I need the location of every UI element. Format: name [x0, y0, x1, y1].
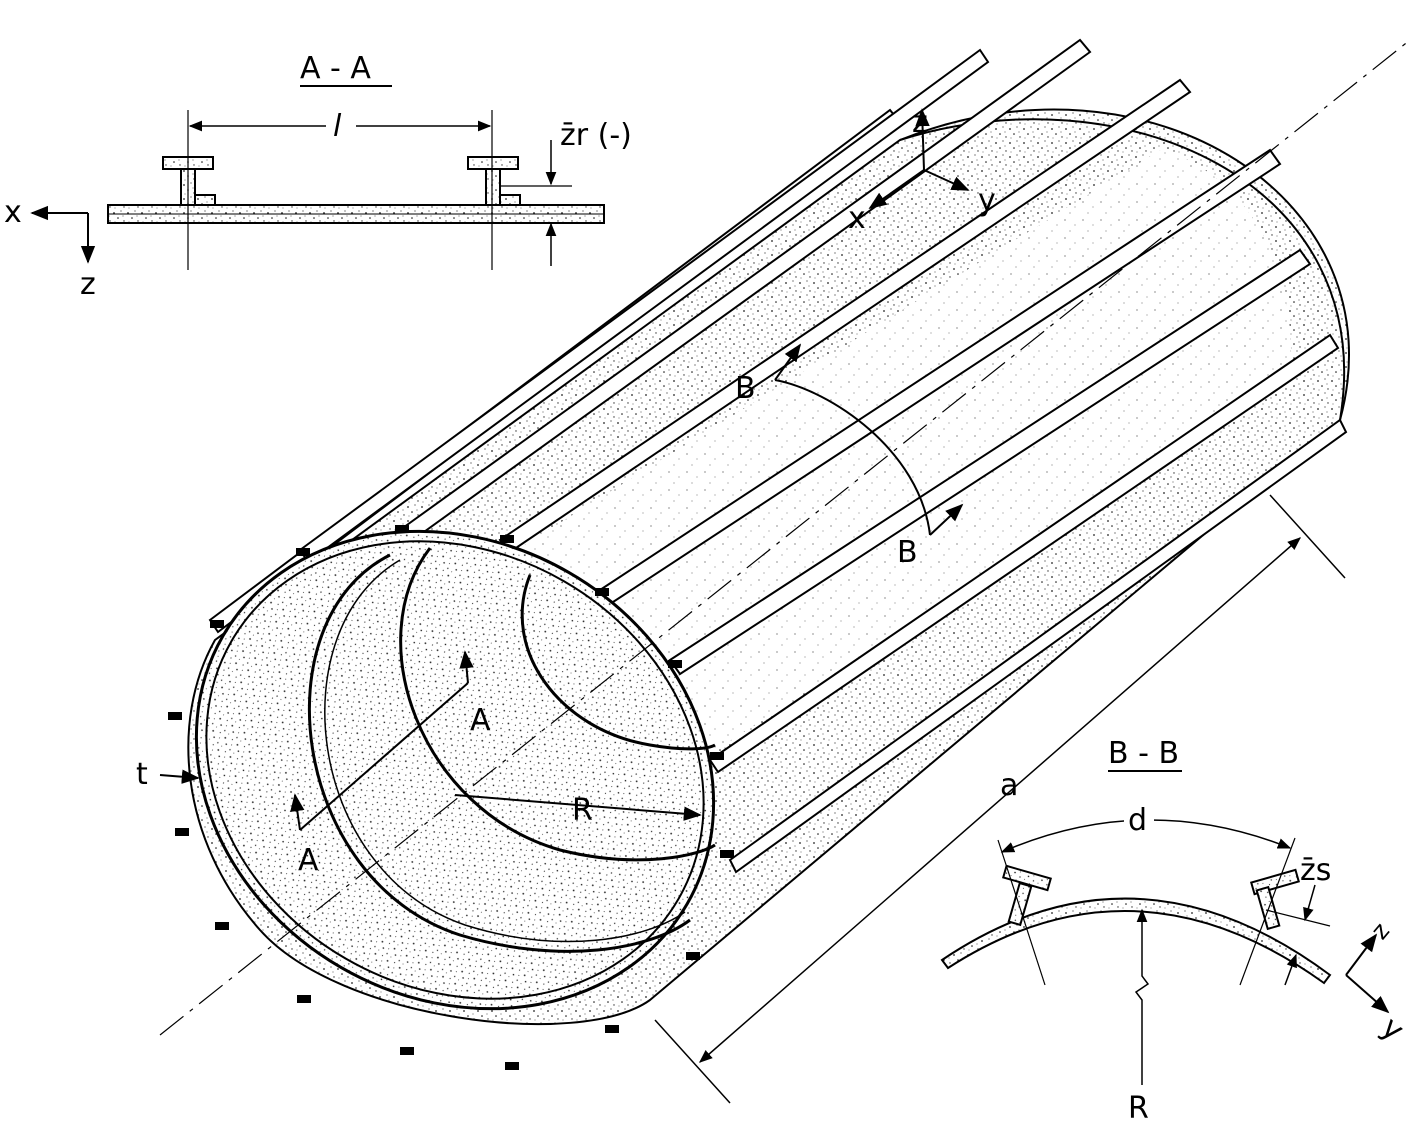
cut-a-arrow-top	[459, 650, 474, 684]
section-bb-stringer-right	[1250, 868, 1300, 931]
section-bb-spacing-gap	[1124, 806, 1154, 836]
section-aa-ring-left	[162, 156, 216, 206]
section-bb-ext-right	[1239, 837, 1296, 986]
section-bb-stringer-left	[1002, 864, 1052, 927]
ring-frame-1-inner	[324, 559, 686, 943]
stringer-stub	[395, 525, 409, 533]
section-bb-title: B - B	[1108, 736, 1179, 771]
cut-a-line	[299, 682, 469, 831]
section-bb-spacing-label: d	[1128, 803, 1147, 838]
cut-a-bottom-label: A	[298, 843, 319, 878]
section-bb-radius-label: R	[1128, 1091, 1149, 1121]
section-bb-axis-y-label: y	[1374, 1010, 1410, 1048]
section-bb-offset-arrow-top	[1303, 884, 1316, 922]
section-bb-ext-left	[997, 839, 1046, 986]
length-dimension	[698, 537, 1302, 1063]
section-bb-axis-y	[1345, 974, 1390, 1014]
section-bb-radius-line	[1134, 908, 1150, 1085]
cylinder-body: R A A t B B z y x a	[136, 38, 1411, 1104]
ring-frame-2	[399, 547, 716, 862]
stringer-stub	[505, 1062, 519, 1070]
section-aa-ring-right	[467, 156, 521, 206]
cut-b-arc	[774, 379, 931, 536]
ring-frame-1	[308, 553, 691, 953]
stringer-stub	[595, 588, 609, 596]
section-bb-axis-z	[1345, 933, 1378, 976]
section-aa-axis-x-label: x	[4, 195, 22, 230]
cylinder-axis	[159, 39, 1411, 1036]
thickness-label: t	[136, 757, 148, 792]
length-ext-far	[1269, 494, 1346, 579]
stringer-stub	[605, 1025, 619, 1033]
cyl-axis-x-label: x	[848, 201, 866, 236]
stringer-stub	[296, 548, 310, 556]
length-ext-near	[654, 1019, 731, 1104]
cyl-axis-y-label: y	[978, 183, 996, 218]
length-label: a	[1000, 768, 1018, 803]
section-bb-offset-label: z̄s	[1300, 853, 1331, 888]
cyl-axis-z-label: z	[912, 105, 928, 140]
stringer-stub	[175, 828, 189, 836]
section-bb-offset-ext	[1265, 909, 1331, 927]
section-aa-spacing-gap	[326, 112, 356, 140]
section-aa: A - A l z̄r (-) x z	[4, 51, 632, 302]
stringer-stub	[668, 660, 682, 668]
cut-a-top-label: A	[470, 703, 491, 738]
section-aa-offset-label: z̄r (-)	[560, 118, 632, 153]
stringer-stub	[400, 1047, 414, 1055]
stringer-stub	[215, 922, 229, 930]
stringer-stub	[297, 995, 311, 1003]
radius-label: R	[572, 793, 593, 828]
stringer-stub	[710, 752, 724, 760]
near-end-ring-outer	[194, 529, 716, 1011]
cylinder-lit-band	[500, 150, 1292, 760]
cut-a-arrow-bottom	[290, 793, 305, 831]
section-bb-axis-z-label: z	[1366, 917, 1396, 945]
section-bb-offset-arrow-bottom	[1284, 953, 1297, 986]
cut-b-arrow-bottom	[929, 503, 964, 536]
radius-leader	[454, 794, 702, 821]
section-aa-title: A - A	[300, 51, 371, 86]
cut-b-top-label: B	[735, 371, 756, 406]
cyl-axis-z	[915, 108, 930, 171]
stringer-stub	[210, 620, 224, 628]
stringer-stub	[720, 850, 734, 858]
cyl-axis-x	[868, 169, 925, 210]
thickness-arrow	[159, 769, 200, 784]
near-end-ring-inner	[205, 540, 705, 1000]
cyl-axis-y	[923, 169, 970, 191]
cut-b-bottom-label: B	[897, 535, 918, 570]
section-aa-axis-z-label: z	[80, 267, 96, 302]
stringer-stub	[168, 712, 182, 720]
section-aa-spacing-label: l	[333, 109, 342, 144]
stringer-stub	[686, 952, 700, 960]
section-bb-skin	[940, 897, 1332, 985]
cut-b-arrow-top	[774, 343, 802, 381]
stringer-stub	[500, 535, 514, 543]
